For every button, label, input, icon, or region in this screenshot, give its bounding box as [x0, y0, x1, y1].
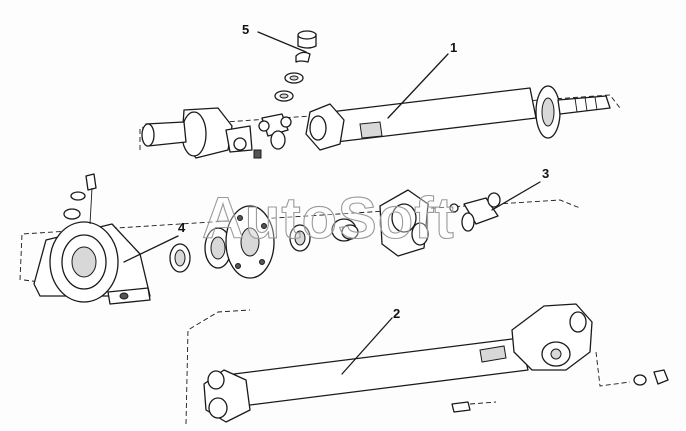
callout-numbers: 1 2 3 4 5: [178, 22, 549, 321]
watermark: AutoSoft: [202, 186, 455, 251]
callout-1: 1: [450, 40, 457, 55]
rear-shaft-assembly: [185, 303, 669, 425]
leader-line-1: [387, 53, 449, 119]
front-shaft-assembly: [139, 30, 621, 159]
callout-4: 4: [178, 220, 186, 235]
center-bearing-assembly: [19, 173, 581, 305]
leader-line-3: [491, 181, 541, 211]
leader-line-5: [257, 31, 307, 53]
leader-line-4: [123, 235, 179, 263]
callout-5: 5: [242, 22, 249, 37]
callout-3: 3: [542, 166, 549, 181]
callout-2: 2: [393, 306, 400, 321]
leader-line-2: [341, 317, 393, 375]
leader-lines: [123, 31, 541, 375]
